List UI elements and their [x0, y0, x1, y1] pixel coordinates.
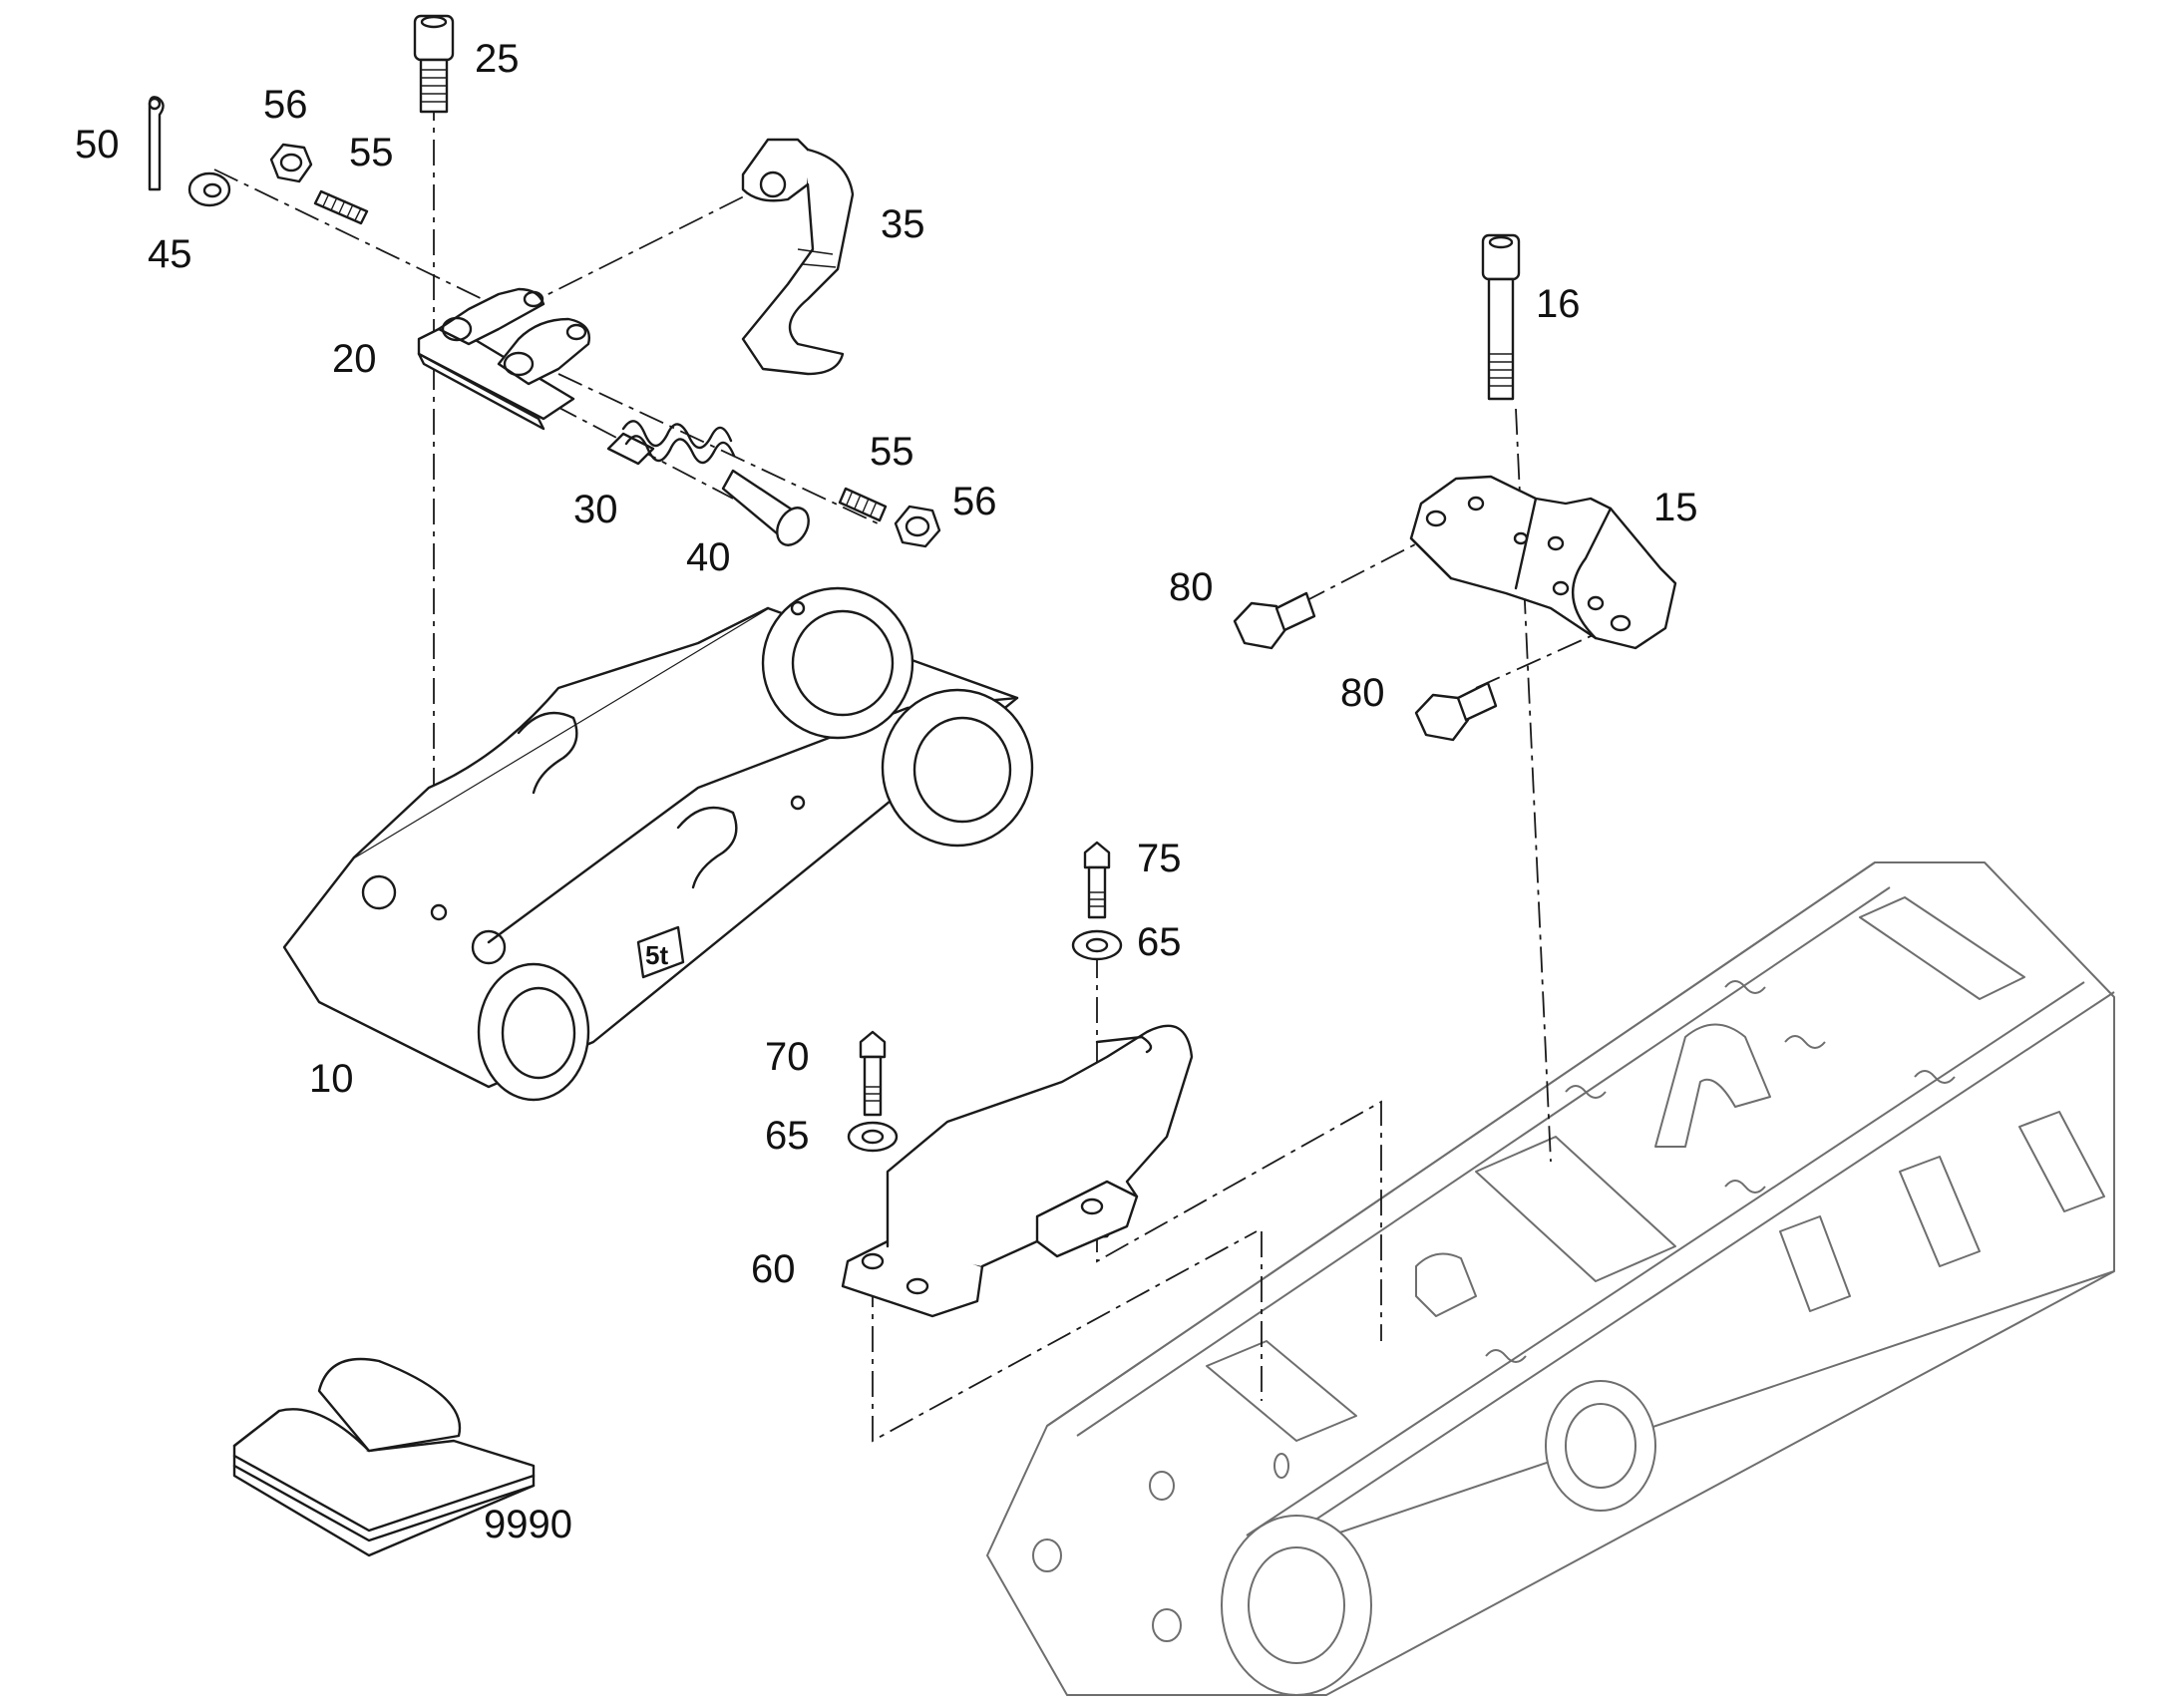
callout-65-upper: 65	[1137, 920, 1182, 964]
washer-part-65-upper	[1071, 929, 1123, 961]
callout-labels: 25 50 56 55 45 35 20 16 55 56 30 40 15 8…	[75, 37, 1698, 1546]
cap-screw-part-25	[413, 14, 455, 114]
callout-15: 15	[1653, 486, 1698, 529]
set-screw-part-55-lower	[838, 487, 888, 522]
callout-55-lower: 55	[870, 430, 914, 474]
hinge-bracket-part-20	[417, 287, 590, 431]
callout-30: 30	[573, 488, 618, 531]
hook-plate-part-60	[841, 1024, 1194, 1318]
callout-70: 70	[765, 1035, 810, 1079]
quick-coupler-part-10: 5t	[282, 586, 1034, 1102]
latch-hook-part-35	[741, 138, 855, 376]
spring-part-30	[606, 420, 736, 466]
callout-80-lower: 80	[1340, 671, 1385, 715]
callout-56-lower: 56	[952, 480, 997, 523]
callout-35: 35	[881, 202, 925, 246]
pin-part-40	[721, 469, 810, 546]
callout-25: 25	[475, 37, 520, 81]
washer-part-45	[187, 171, 231, 207]
callout-10: 10	[309, 1057, 354, 1101]
callout-40: 40	[686, 535, 731, 579]
washer-part-65-lower	[847, 1121, 899, 1153]
callout-9990: 9990	[484, 1503, 572, 1546]
hex-bolt-part-80-upper	[1233, 591, 1316, 650]
manual-book-part-9990	[232, 1357, 536, 1557]
callout-75: 75	[1137, 837, 1182, 880]
hex-bolt-part-70	[859, 1030, 887, 1117]
hex-bolt-part-75	[1083, 841, 1111, 919]
hex-nut-part-56-lower	[894, 505, 941, 548]
mounting-block-part-15	[1409, 475, 1677, 650]
hex-nut-part-56-upper	[269, 143, 313, 183]
hex-bolt-part-80-lower	[1414, 681, 1498, 742]
capacity-stamp: 5t	[645, 940, 668, 970]
callout-16: 16	[1536, 282, 1581, 326]
long-cap-screw-part-16	[1481, 233, 1521, 401]
excavator-arm-background	[986, 861, 2115, 1696]
callout-80-upper: 80	[1169, 565, 1214, 609]
callout-20: 20	[332, 337, 377, 381]
callout-65-lower: 65	[765, 1114, 810, 1158]
callout-56-upper: 56	[263, 83, 308, 127]
callout-50: 50	[75, 123, 120, 167]
set-screw-part-55-upper	[313, 189, 369, 225]
callout-45: 45	[148, 232, 192, 276]
callout-55-upper: 55	[349, 131, 394, 174]
callout-60: 60	[751, 1247, 796, 1291]
split-pin-part-50	[148, 96, 165, 191]
